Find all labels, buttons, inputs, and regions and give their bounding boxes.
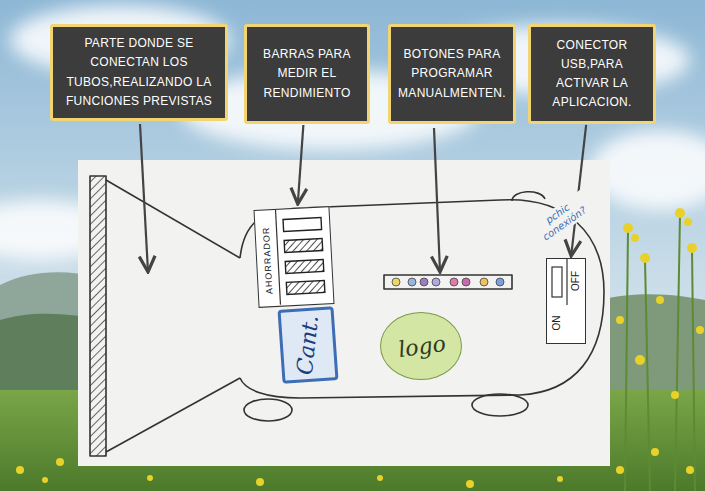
flower xyxy=(656,296,664,304)
button-strip xyxy=(384,275,512,289)
meter-bar xyxy=(283,218,322,232)
stem xyxy=(675,215,680,491)
on-off-switch: ON OFF xyxy=(546,258,586,344)
flower xyxy=(651,448,659,456)
switch-lever xyxy=(552,267,562,297)
handwritten-note: pchic conexión? xyxy=(527,189,595,247)
button xyxy=(392,278,400,286)
flower xyxy=(147,475,153,481)
quantity-display: Cant. xyxy=(277,306,338,384)
flower xyxy=(256,478,264,486)
flower xyxy=(377,475,383,481)
callout-box: CONECTOR USB,PARA ACTIVAR LA APLICACION. xyxy=(528,24,656,124)
callout-text: BARRAS PARA MEDIR EL RENDIMIENTO xyxy=(255,45,359,103)
meter-bar xyxy=(284,239,323,253)
display-text: Cant. xyxy=(294,314,322,376)
flower xyxy=(16,466,24,474)
flower xyxy=(671,391,679,399)
buttons xyxy=(392,278,504,286)
logo-text: logo xyxy=(397,333,447,361)
callout-text: BOTONES PARA PROGRAMAR MANUALMENTEN. xyxy=(398,45,506,103)
paper-sheet xyxy=(78,160,610,466)
flower xyxy=(616,316,624,324)
flower xyxy=(466,480,474,488)
panel-divider xyxy=(276,210,281,306)
button xyxy=(450,278,458,286)
flower-stems xyxy=(625,215,695,491)
logo-circle: logo xyxy=(380,312,462,380)
button xyxy=(480,278,488,286)
leader-arrow xyxy=(140,124,148,272)
flower xyxy=(56,458,64,466)
meter-bar xyxy=(285,259,324,273)
callout-box: PARTE DONDE SE CONECTAN LOS TUBOS,REALIZ… xyxy=(50,24,228,121)
callout-text: PARTE DONDE SE CONECTAN LOS TUBOS,REALIZ… xyxy=(61,34,217,111)
switch-label: OFF xyxy=(571,271,581,291)
callout-arrow xyxy=(298,125,304,204)
body-tab xyxy=(512,192,545,201)
tube-connector-plate xyxy=(90,176,106,456)
button xyxy=(420,278,428,286)
button xyxy=(432,278,440,286)
funnel-line xyxy=(106,180,240,258)
button xyxy=(496,278,504,286)
flower xyxy=(686,466,694,474)
switch-divider xyxy=(566,259,567,305)
button xyxy=(462,278,470,286)
stem xyxy=(625,230,628,491)
flower xyxy=(616,466,624,474)
flower xyxy=(623,223,633,233)
panel-label: AHORRADOR xyxy=(262,226,275,294)
leader-arrows xyxy=(140,124,440,272)
stem xyxy=(692,250,695,491)
callout-box: BARRAS PARA MEDIR EL RENDIMIENTO xyxy=(244,24,370,124)
meter-bar xyxy=(286,280,325,294)
leader-arrow xyxy=(434,128,440,272)
stem xyxy=(645,260,650,491)
flower xyxy=(687,243,697,253)
callout-box: BOTONES PARA PROGRAMAR MANUALMENTEN. xyxy=(388,24,516,124)
flower xyxy=(42,477,48,483)
button xyxy=(408,278,416,286)
flower xyxy=(557,476,563,482)
saver-meter-panel: AHORRADOR xyxy=(253,206,334,308)
callout-text: CONECTOR USB,PARA ACTIVAR LA APLICACION. xyxy=(539,36,645,113)
funnel-line xyxy=(106,378,240,452)
wheel xyxy=(472,394,528,416)
wheel xyxy=(244,399,292,421)
flower xyxy=(684,218,692,226)
switch-label: ON xyxy=(552,316,562,331)
flower xyxy=(631,234,639,242)
flower xyxy=(635,355,645,365)
flower xyxy=(675,208,685,218)
vehicle-sketch xyxy=(90,176,604,456)
flower xyxy=(640,253,650,263)
flower xyxy=(696,326,704,334)
